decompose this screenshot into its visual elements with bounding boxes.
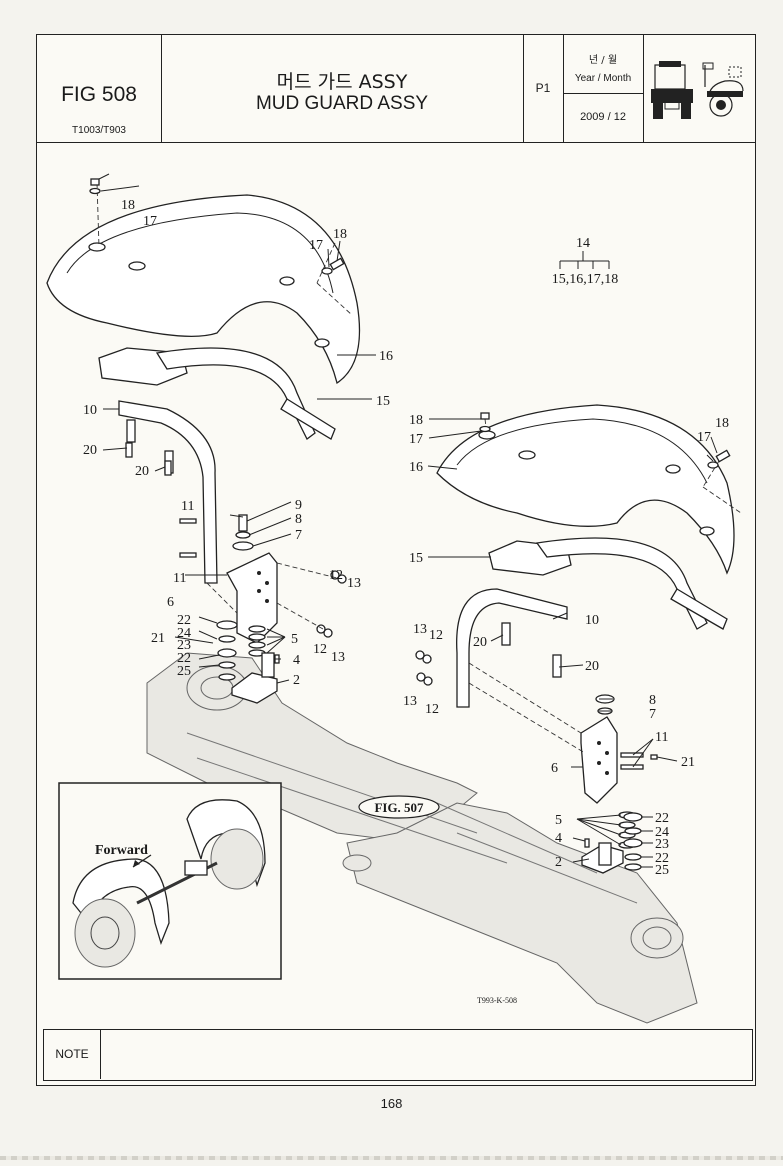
- callout-18-right-side: 18: [715, 416, 729, 431]
- title-cell: 머드 가드 ASSY MUD GUARD ASSY: [161, 35, 524, 142]
- callout-12-left-b: 12: [313, 642, 327, 657]
- callout-24-left: 24: [177, 626, 191, 641]
- callout-22-right-a: 22: [655, 811, 669, 826]
- callout-2-right: 2: [555, 855, 562, 870]
- callout-17-left-side: 17: [309, 238, 323, 253]
- callout-20-left-a: 20: [83, 443, 97, 458]
- callout-8-left: 8: [295, 512, 302, 527]
- callout-17-left-top: 17: [143, 214, 157, 229]
- kit-bracket: [559, 251, 610, 269]
- orientation-inset: [58, 782, 282, 980]
- callout-7-left: 7: [295, 528, 302, 543]
- callout-6-right: 6: [551, 761, 558, 776]
- tractor-icon: [651, 61, 744, 119]
- kit-contents: 15,16,17,18: [552, 272, 619, 287]
- callout-25-left: 25: [177, 664, 191, 679]
- left-leader-lines: [98, 173, 376, 684]
- callout-6-left: 6: [167, 595, 174, 610]
- callout-11-left-b: 11: [173, 571, 186, 586]
- callout-16-left: 16: [379, 349, 393, 364]
- callout-17-right-side: 17: [697, 430, 711, 445]
- date-header-korean: 년 / 월: [588, 55, 618, 66]
- callout-12-right-a: 12: [429, 628, 443, 643]
- callout-10-right: 10: [585, 613, 599, 628]
- callout-15-left: 15: [376, 394, 390, 409]
- callout-12-right-b: 12: [425, 702, 439, 717]
- callout-13-left-a: 13: [347, 576, 361, 591]
- exploded-view-drawing: FIG. 507 Forward 14 15,16,17,18: [37, 143, 755, 1027]
- callout-12-left-a: 12: [329, 568, 343, 583]
- callout-13-right-b: 13: [403, 694, 417, 709]
- page-code-cell: P1: [523, 35, 564, 142]
- right-leader-lines: [427, 418, 718, 868]
- exploded-view-svg: FIG. 507 Forward 14 15,16,17,18: [46, 173, 742, 1024]
- callout-21-left: 21: [151, 631, 165, 646]
- right-fender-assembly: [436, 404, 742, 708]
- callout-5-left: 5: [291, 632, 298, 647]
- forward-label: Forward: [95, 843, 148, 858]
- page-code: P1: [535, 81, 551, 95]
- cross-reference-label: FIG. 507: [374, 800, 424, 815]
- callout-20-right-b: 20: [585, 659, 599, 674]
- tractor-thumbnail: [643, 35, 755, 142]
- callout-22-right-b: 22: [655, 851, 669, 866]
- callout-22-left-a: 22: [177, 613, 191, 628]
- title-block: FIG 508 T1003/T903 머드 가드 ASSY MUD GUARD …: [37, 35, 755, 143]
- callout-10-left: 10: [83, 403, 97, 418]
- title-english: MUD GUARD ASSY: [255, 93, 429, 114]
- cross-reference-oval: [358, 795, 440, 819]
- callout-7-right: 7: [649, 707, 656, 722]
- scan-edge: [0, 1156, 783, 1160]
- drawing-reference-code: T993-K-508: [477, 996, 517, 1005]
- callout-18-right-top: 18: [409, 413, 423, 428]
- callout-9-left: 9: [295, 498, 302, 513]
- callout-17-right-top: 17: [409, 432, 423, 447]
- callout-5-right: 5: [555, 813, 562, 828]
- callout-16-right: 16: [409, 460, 423, 475]
- date-value: 2009 / 12: [580, 111, 626, 123]
- figure-number: FIG 508: [61, 83, 137, 106]
- callout-11-left-a: 11: [181, 499, 194, 514]
- callout-4-left: 4: [293, 653, 300, 668]
- date-header-english: Year / Month: [574, 73, 632, 84]
- note-box: NOTE: [43, 1029, 753, 1081]
- figure-cell: FIG 508 T1003/T903: [37, 35, 162, 142]
- callout-15-right: 15: [409, 551, 423, 566]
- callout-22-left-b: 22: [177, 651, 191, 666]
- callout-13-left-b: 13: [331, 650, 345, 665]
- callout-18-left-side: 18: [333, 227, 347, 242]
- callout-24-right: 24: [655, 825, 669, 840]
- note-label: NOTE: [44, 1030, 101, 1079]
- callout-2-left: 2: [293, 673, 300, 688]
- callout-8-right: 8: [649, 693, 656, 708]
- model-code: T1003/T903: [72, 125, 126, 136]
- callout-4-right: 4: [555, 831, 562, 846]
- callout-13-right-a: 13: [413, 622, 427, 637]
- callout-23-left: 23: [177, 638, 191, 653]
- page-number: 168: [380, 1096, 403, 1111]
- callout-20-left-b: 20: [135, 464, 149, 479]
- callout-18-left-top: 18: [121, 198, 135, 213]
- right-mounting-bracket: [415, 650, 658, 874]
- left-mounting-bracket: [125, 442, 347, 704]
- kit-number: 14: [576, 236, 590, 251]
- callout-21-right: 21: [681, 755, 695, 770]
- callout-25-right: 25: [655, 863, 669, 878]
- title-korean: 머드 가드 ASSY: [276, 71, 408, 93]
- date-header: 년 / 월 Year / Month: [563, 35, 643, 94]
- callout-20-right-a: 20: [473, 635, 487, 650]
- callout-23-right: 23: [655, 837, 669, 852]
- parts-page: FIG 508 T1003/T903 머드 가드 ASSY MUD GUARD …: [36, 34, 756, 1086]
- callout-11-right: 11: [655, 730, 668, 745]
- date-cell: 년 / 월 Year / Month 2009 / 12: [563, 35, 644, 142]
